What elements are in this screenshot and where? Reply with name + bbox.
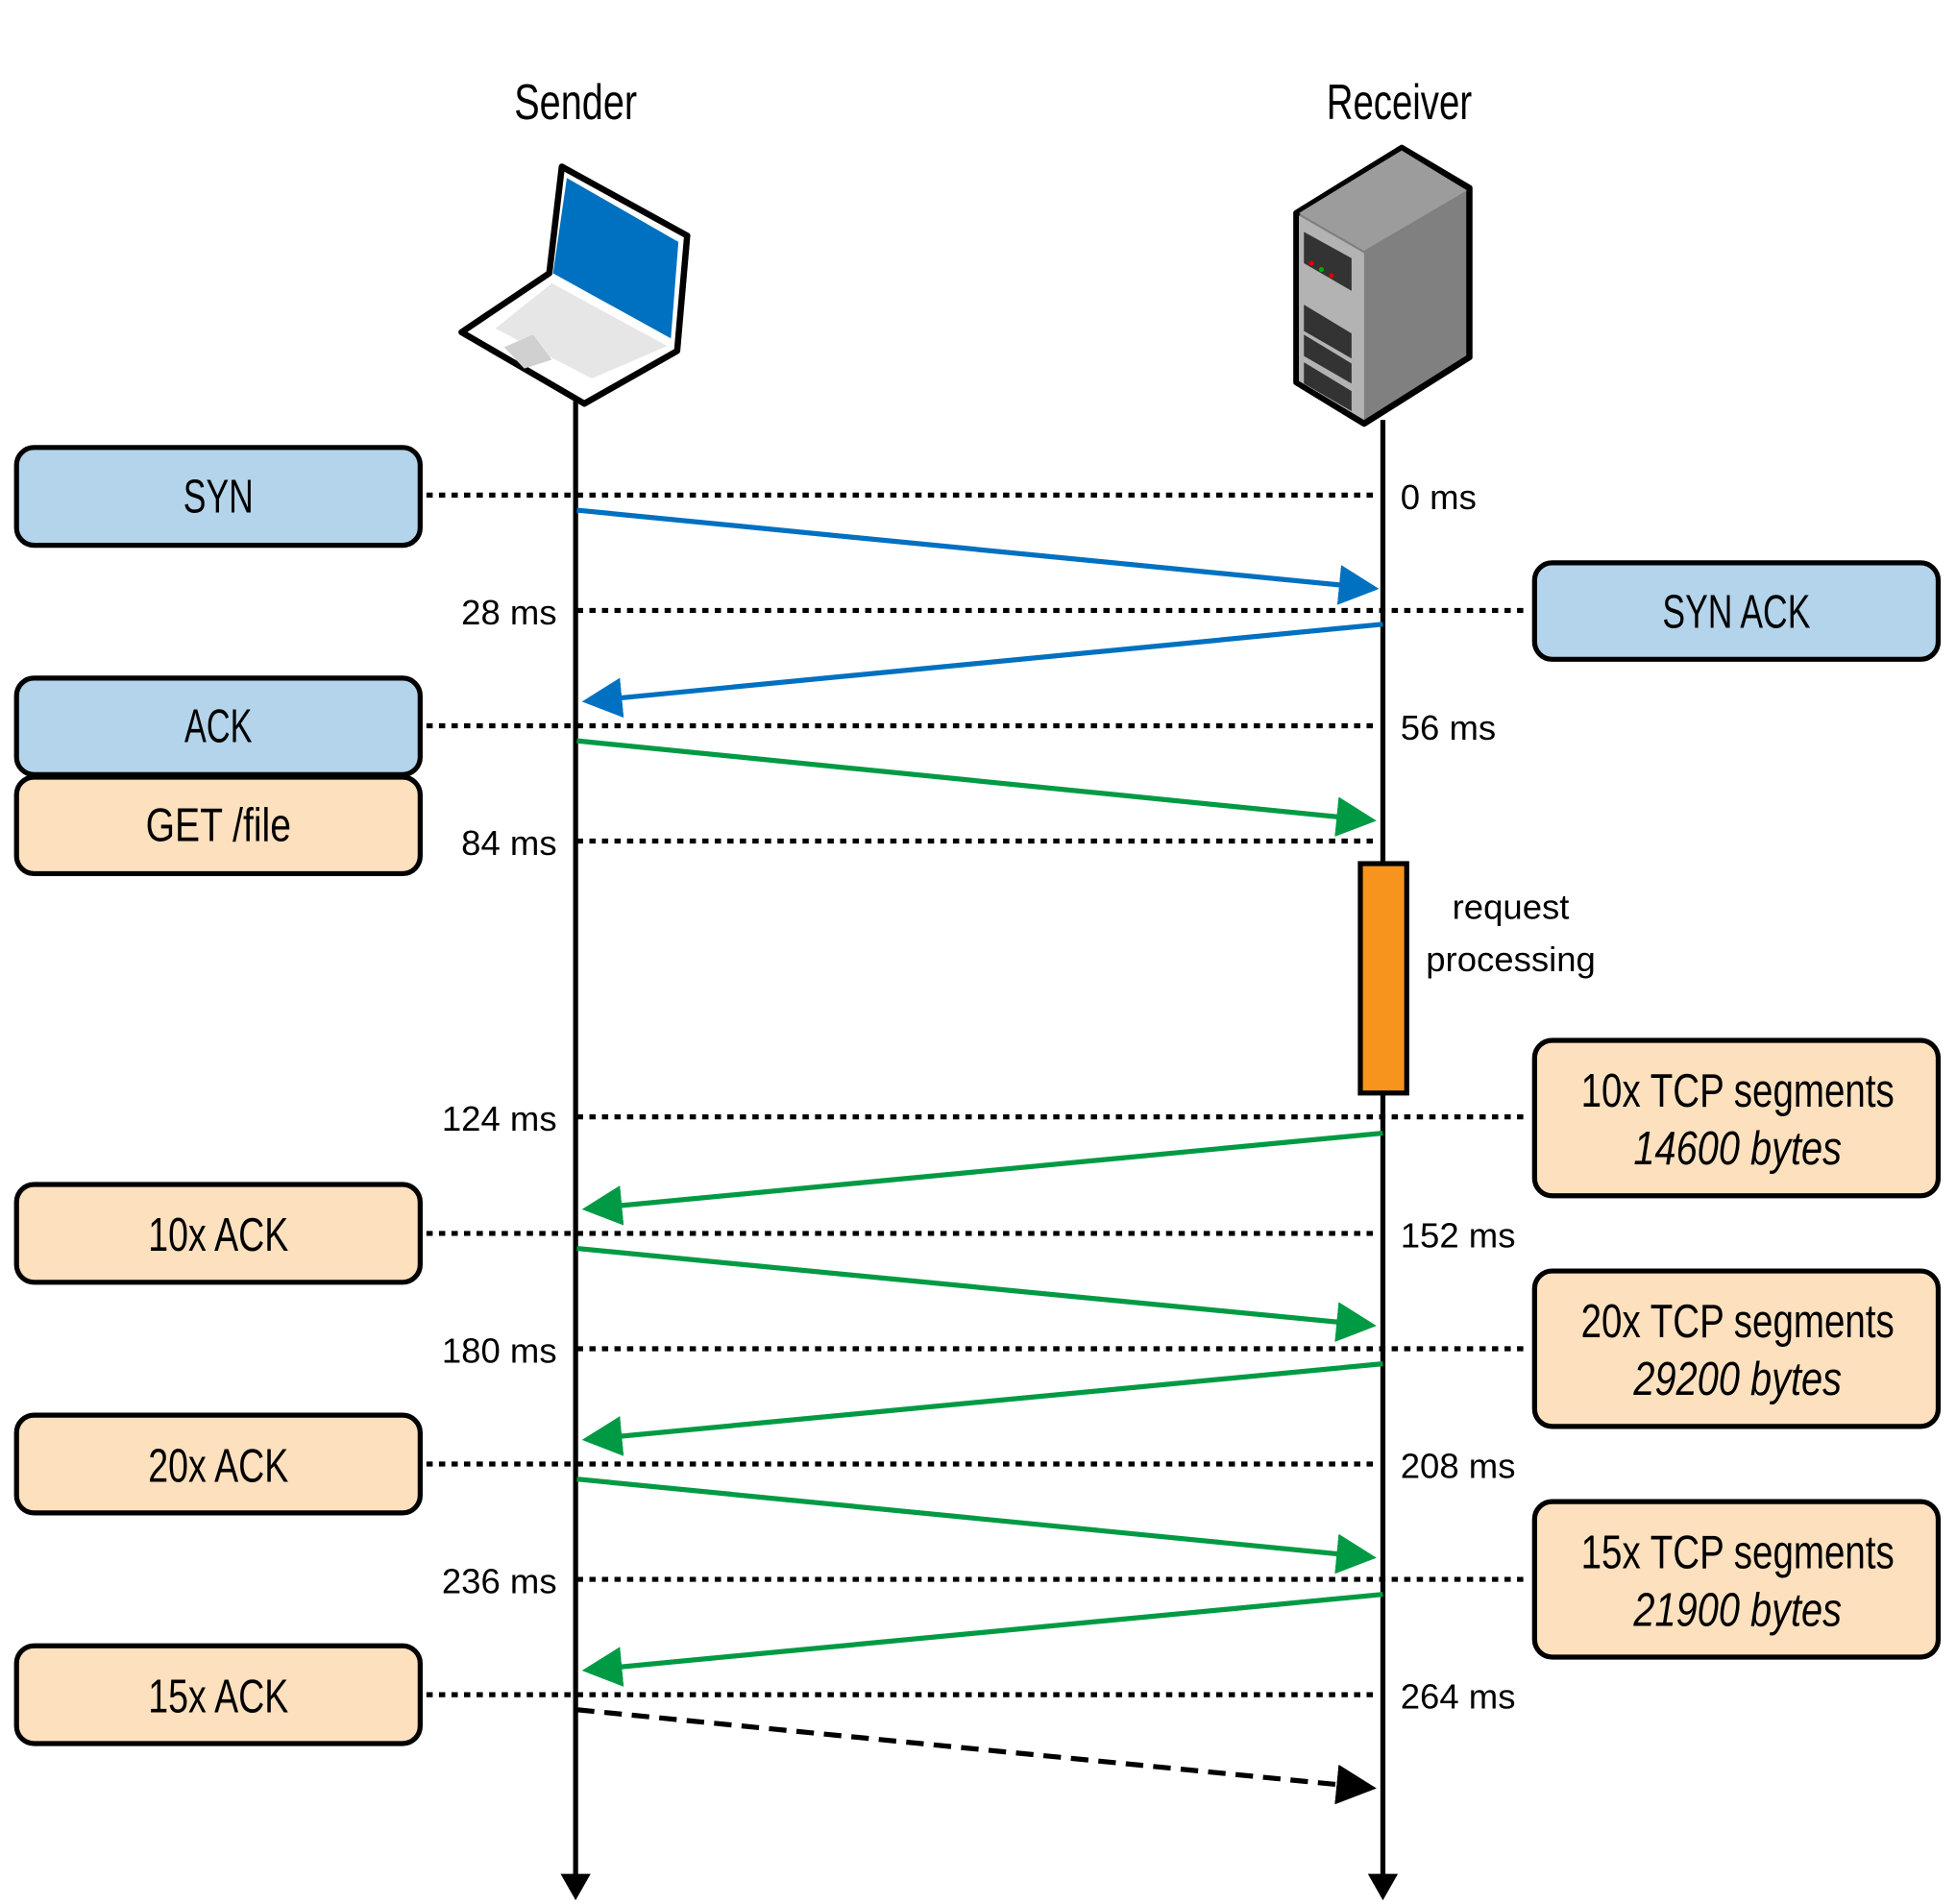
receiver-header: Receiver [1327,75,1472,131]
ack-15-label: 15x ACK [148,1669,288,1722]
sender-header: Sender [514,75,637,131]
time-label: 124 ms [442,1099,557,1138]
segments-15-arrow [581,1592,1383,1687]
laptop-icon [458,163,691,407]
sender-messages: SYN ACK GET /file 10x ACK 20x ACK 15x AC… [13,445,423,1746]
processing-label-1: request [1453,887,1570,926]
time-labels: 0 ms 28 ms 56 ms 84 ms 124 ms 152 ms 180… [442,477,1516,1717]
ack-10-label: 10x ACK [148,1208,288,1261]
message-arrows [576,507,1383,1805]
get-box [13,774,423,877]
time-label: 0 ms [1401,477,1477,517]
ack-label: ACK [184,698,252,752]
ack-10-arrow [576,1245,1377,1342]
segments-15-box [1531,1499,1942,1660]
segments-20-box [1531,1268,1942,1429]
ack-20-arrow [576,1477,1377,1574]
time-label: 56 ms [1401,708,1496,747]
get-label: GET /file [146,798,291,852]
segments-10-label: 10x TCP segments [1581,1063,1895,1117]
receiver-messages: SYN ACK 10x TCP segments 14600 bytes 20x… [1531,560,1942,1660]
time-label: 84 ms [461,823,556,863]
time-label: 264 ms [1401,1676,1516,1716]
syn-ack-box [1531,560,1942,662]
syn-label: SYN [183,470,254,524]
time-label: 180 ms [442,1330,557,1370]
segments-20-arrow [581,1361,1383,1456]
receiver-lifeline-arrowhead [1367,1873,1399,1901]
ack-20-label: 20x ACK [148,1438,288,1492]
time-label: 236 ms [442,1561,557,1600]
ack-20-box [13,1412,423,1516]
ack-15-box [13,1643,423,1746]
syn-ack-arrow [581,622,1383,719]
segments-10-arrow [581,1130,1383,1226]
time-label: 28 ms [461,593,556,632]
processing-bar [1357,861,1409,1096]
segments-15-bytes: 21900 bytes [1633,1582,1842,1636]
syn-box [13,445,423,549]
segments-10-bytes: 14600 bytes [1633,1121,1842,1175]
segments-20-label: 20x TCP segments [1581,1294,1895,1348]
segments-15-label: 15x TCP segments [1581,1525,1895,1578]
processing-label-2: processing [1426,940,1596,979]
ack-10-box [13,1182,423,1285]
time-gridlines [426,492,1530,1697]
ack-15-arrow [576,1707,1377,1805]
server-icon [1293,144,1473,427]
syn-arrow [576,507,1380,605]
sender-lifeline-arrowhead [560,1873,591,1901]
syn-ack-label: SYN ACK [1662,585,1810,639]
time-label: 208 ms [1401,1446,1516,1485]
segments-20-bytes: 29200 bytes [1633,1352,1842,1405]
segments-10-box [1531,1037,1942,1199]
ack-get-arrow [576,738,1377,838]
time-label: 152 ms [1401,1215,1516,1255]
